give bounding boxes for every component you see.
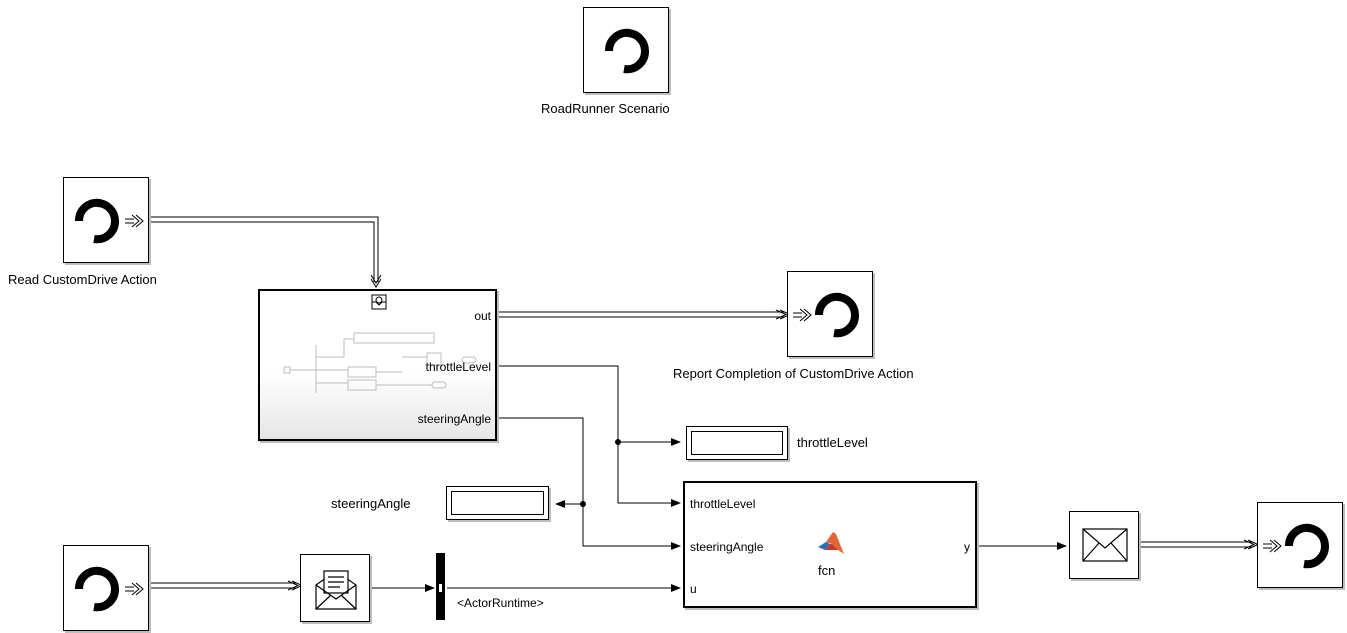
message-receive-icon [371,294,387,310]
matlab-logo-icon [818,532,844,554]
signal-line-steering[interactable] [496,417,681,550]
actor-runtime-source-block[interactable] [63,545,149,631]
branch-point-steering [580,501,586,507]
message-line-read-to-chart[interactable] [148,216,382,288]
matlab-function-block[interactable]: throttleLevel steeringAngle u y fcn [683,481,977,608]
read-customdrive-action-label: Read CustomDrive Action [8,272,157,287]
branch-point-throttle [615,439,621,445]
chart-preview-icon [283,332,477,393]
display-throttle-label: throttleLevel [797,435,868,450]
message-input-port-icon [1263,539,1282,553]
display-steering-block[interactable] [446,486,549,520]
roadrunner-scenario-block[interactable] [583,7,669,93]
message-line-src-to-receive[interactable] [148,580,304,591]
chart-port-steering: steeringAngle [417,412,491,426]
message-output-port-icon [125,214,144,228]
fcn-port-u: u [690,582,697,596]
roadrunner-refresh-icon [74,198,120,244]
report-completion-label: Report Completion of CustomDrive Action [673,366,914,381]
roadrunner-refresh-icon [814,292,860,338]
message-input-port-icon [793,308,812,322]
fcn-port-throttle: throttleLevel [690,497,756,511]
message-receive-block[interactable] [300,554,370,622]
display-throttle-block[interactable] [686,426,788,460]
signal-line-throttle[interactable] [496,365,681,507]
message-send-block[interactable] [1069,511,1139,579]
message-output-port-icon [125,582,144,596]
envelope-icon [1082,528,1128,562]
actor-sink-block[interactable] [1257,502,1343,588]
bus-selector-marker [439,584,442,592]
fcn-name: fcn [818,563,836,578]
roadrunner-scenario-label: RoadRunner Scenario [541,101,670,116]
message-line-chart-to-report[interactable] [496,309,792,320]
read-customdrive-action-block[interactable] [63,177,149,263]
report-completion-block[interactable] [787,271,873,357]
message-line-send-to-sink[interactable] [1138,539,1260,550]
chart-port-throttle: throttleLevel [425,360,491,374]
fcn-port-steering: steeringAngle [690,540,764,554]
fcn-port-y: y [964,540,970,554]
roadrunner-refresh-icon [1284,523,1330,569]
envelope-letter-icon [315,570,357,610]
chart-port-out: out [474,309,491,323]
stateflow-chart-block[interactable]: out throttleLevel steeringAngle [258,289,497,441]
roadrunner-refresh-icon [604,28,650,74]
bus-selector-signal-label: <ActorRuntime> [457,596,544,610]
display-steering-label: steeringAngle [331,496,411,511]
roadrunner-refresh-icon [74,566,120,612]
